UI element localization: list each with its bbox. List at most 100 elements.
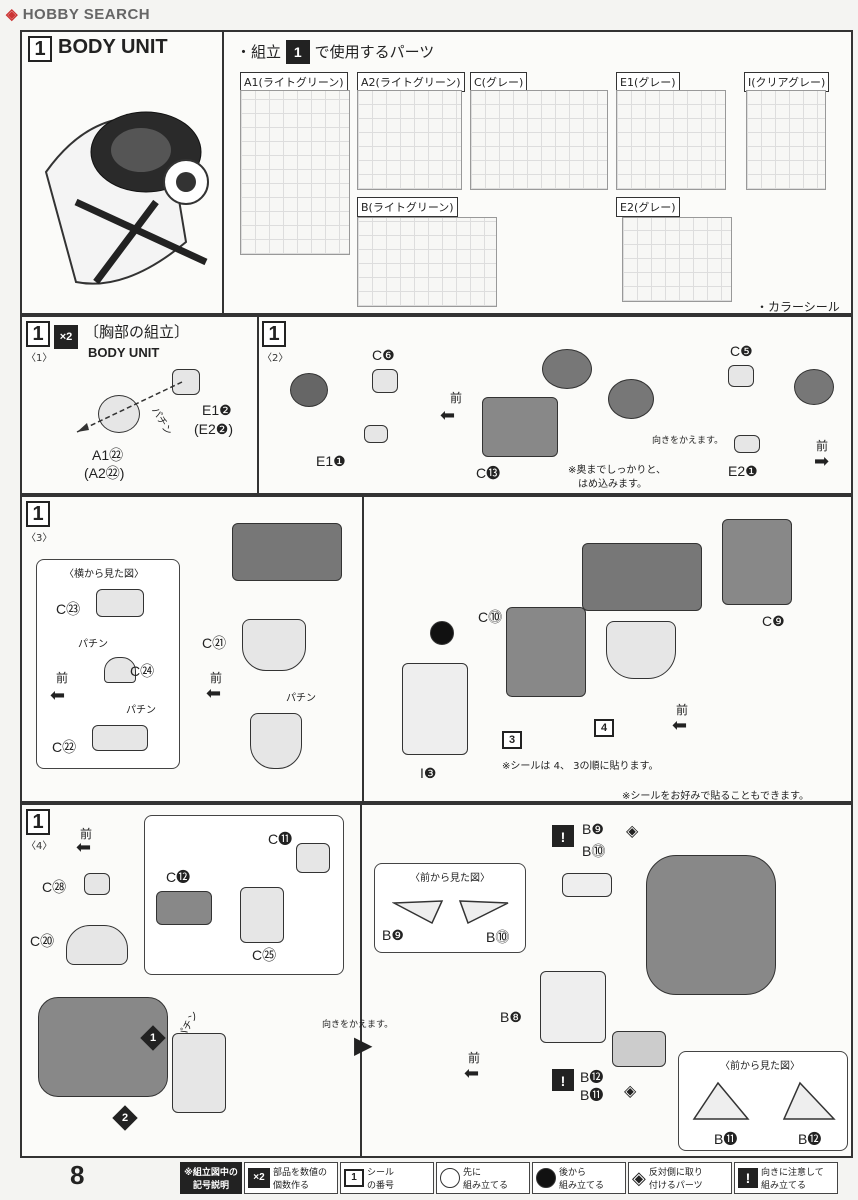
step-1-3-panel: 1 〈3〉 〈横から見た図〉 C㉓ パチン C㉔ 前 ⬅ パチン C㉒ C㉑ 前… bbox=[20, 495, 853, 803]
part-ball-right-shape bbox=[794, 369, 834, 405]
part-c23-shape bbox=[96, 589, 144, 617]
turn-arrow-icon: ▶ bbox=[354, 1031, 373, 1059]
runner-label-b: B(ライトグリーン) bbox=[357, 197, 458, 217]
torso-final-shape bbox=[646, 855, 776, 995]
legend-item-attention: ! 向きに注意して組み立てる bbox=[734, 1162, 838, 1194]
step-number-box: 1 bbox=[28, 36, 52, 62]
front-arrow-icon: ⬅ bbox=[76, 837, 92, 858]
part-c11-shape bbox=[296, 843, 330, 873]
part-waist-shape bbox=[250, 713, 302, 769]
part-c10-shape bbox=[506, 607, 586, 697]
part-c12-c25-assembled-shape bbox=[172, 1033, 226, 1113]
step-1-4-panel: 1 〈4〉 前 ⬅ C㉘ C⑳ C⓫ C⓬ C㉕ パチン 1 2 向きをかえます… bbox=[20, 803, 853, 1158]
part-i3-shape bbox=[402, 663, 468, 755]
front-arrow-icon: ⬅ bbox=[50, 685, 66, 706]
part-c22-shape bbox=[92, 725, 148, 751]
step-1-1-title-en: BODY UNIT bbox=[88, 345, 160, 360]
assemble-after-icon bbox=[536, 1168, 556, 1188]
front-arrow-icon: ⬅ bbox=[206, 683, 222, 704]
part-shoulder-right-shape bbox=[608, 379, 654, 419]
assembly-arrow-icon bbox=[76, 381, 183, 433]
assemble-after-icon bbox=[430, 621, 454, 645]
part-e2-1-shape bbox=[734, 435, 760, 453]
step-1-2-number: 1 bbox=[262, 321, 286, 347]
seal-number-icon: 1 bbox=[344, 1169, 364, 1187]
parts-overview-panel: 1 BODY UNIT ・組立 1 で使用するパーツ A1(ライトグリーン) A… bbox=[20, 30, 853, 315]
step-1-1-title-jp: 〔胸部の組立〕 bbox=[84, 323, 190, 341]
legend-item-seal: 1 シールの番号 bbox=[340, 1162, 434, 1194]
runner-e1 bbox=[616, 90, 726, 190]
torso-assembly-shape bbox=[38, 997, 168, 1097]
chest-assembly-shape bbox=[232, 523, 342, 581]
runner-label-i: I(クリアグレー) bbox=[744, 72, 830, 92]
step-1-4-number: 1 bbox=[26, 809, 50, 835]
seal-4-icon: 4 bbox=[594, 719, 614, 737]
part-b12-shape bbox=[612, 1031, 666, 1067]
legend-item-assemble-first: 先に組み立てる bbox=[436, 1162, 530, 1194]
front-arrow-icon: ⬅ bbox=[440, 405, 456, 426]
logo-mark-icon: ◈ bbox=[6, 6, 19, 23]
part-a1-22-shape bbox=[98, 395, 140, 433]
step-1-3-number: 1 bbox=[26, 501, 50, 527]
legend-item-assemble-after: 後から組み立てる bbox=[532, 1162, 626, 1194]
runner-a2 bbox=[357, 90, 462, 190]
part-b8-shape bbox=[540, 971, 606, 1043]
attention-icon: ! bbox=[738, 1168, 758, 1188]
part-c12-shape bbox=[156, 891, 212, 925]
opposite-side-icon: ◈ bbox=[626, 821, 639, 840]
legend-item-multiply: ×2 部品を数値の個数作る bbox=[244, 1162, 338, 1194]
part-e1-2-shape bbox=[172, 369, 200, 395]
part-shoulder-left-shape bbox=[542, 349, 592, 389]
parts-heading: ・組立 1 で使用するパーツ bbox=[236, 40, 434, 64]
runner-label-c: C(グレー) bbox=[470, 72, 528, 92]
part-ball-shape bbox=[290, 373, 328, 407]
front-view-callout bbox=[374, 863, 526, 953]
front-arrow-icon: ⬅ bbox=[672, 715, 688, 736]
front-arrow-icon: ⬅ bbox=[464, 1063, 480, 1084]
step-1-1-number: 1 bbox=[26, 321, 50, 347]
b11-b12-shapes bbox=[692, 1081, 836, 1120]
color-seal-label: ・カラーシール bbox=[756, 300, 840, 314]
seal-order-note: ※シールは 4、 3の順に貼ります。 bbox=[502, 761, 659, 772]
seal-3-icon: 3 bbox=[502, 731, 522, 749]
runner-i bbox=[746, 90, 826, 190]
legend-title: ※組立図中の 記号説明 bbox=[180, 1162, 242, 1194]
part-c24-shape bbox=[104, 657, 136, 683]
chest-upper-shape bbox=[582, 543, 702, 611]
attention-icon: ! bbox=[552, 825, 574, 847]
runner-e2 bbox=[622, 217, 732, 302]
part-c13-shape bbox=[482, 397, 558, 457]
step-1-1-2-panel: 1 〈1〉 ×2 〔胸部の組立〕 BODY UNIT E1❷ (E2❷) A1㉒… bbox=[20, 315, 853, 495]
part-c28-shape bbox=[84, 873, 110, 895]
part-c9-shape bbox=[722, 519, 792, 605]
section-title: BODY UNIT bbox=[58, 36, 168, 58]
part-c5-shape bbox=[728, 365, 754, 387]
runner-label-a2: A2(ライトグリーン) bbox=[357, 72, 465, 92]
runner-label-a1: A1(ライトグリーン) bbox=[240, 72, 348, 92]
page-number: 8 bbox=[70, 1160, 85, 1190]
front-arrow-right-icon: ➡ bbox=[814, 451, 830, 472]
assemble-first-icon bbox=[440, 1168, 460, 1188]
opposite-side-icon: ◈ bbox=[624, 1081, 637, 1100]
part-e1-1-shape bbox=[364, 425, 388, 443]
part-c6-shape bbox=[372, 369, 398, 393]
b9-b10-shapes bbox=[392, 900, 509, 925]
waist-lower-shape bbox=[606, 621, 676, 679]
runner-label-e1: E1(グレー) bbox=[616, 72, 680, 92]
attention-icon: ! bbox=[552, 1069, 574, 1091]
legend-item-opposite-side: ◈ 反対側に取り付けるパーツ bbox=[628, 1162, 732, 1194]
runner-label-e2: E2(グレー) bbox=[616, 197, 680, 217]
part-c25-shape bbox=[240, 887, 284, 943]
body-unit-illustration bbox=[44, 111, 209, 285]
opposite-side-icon: ◈ bbox=[632, 1167, 646, 1189]
part-c20-shape bbox=[66, 925, 128, 965]
multiply-2-icon: ×2 bbox=[248, 1168, 270, 1188]
runner-a1 bbox=[240, 90, 350, 255]
site-logo[interactable]: ◈ HOBBY SEARCH bbox=[6, 6, 151, 23]
part-c21-shape bbox=[242, 619, 306, 671]
part-b9-shape bbox=[562, 873, 612, 897]
runner-b bbox=[357, 217, 497, 307]
runner-c bbox=[470, 90, 608, 190]
order-2-icon: 2 bbox=[112, 1105, 138, 1131]
site-header: ◈ HOBBY SEARCH bbox=[0, 0, 858, 30]
